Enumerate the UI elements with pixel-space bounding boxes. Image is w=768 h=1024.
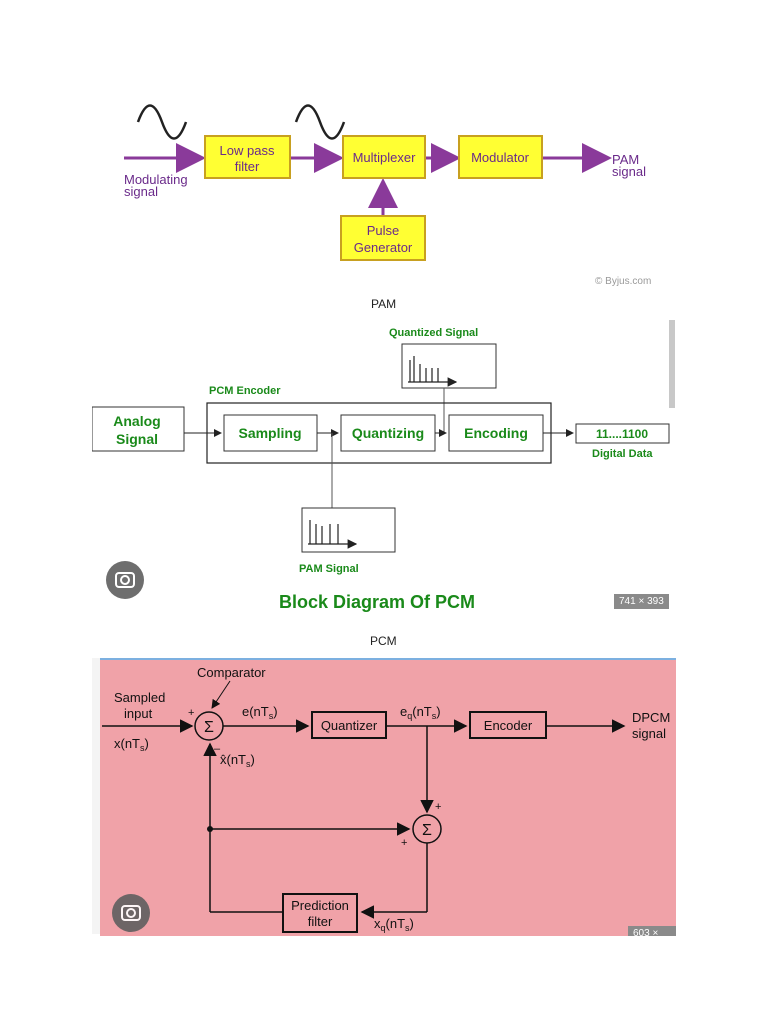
comparator-pointer [211, 680, 231, 709]
prediction-label-2: filter [308, 914, 333, 929]
encoding-label: Encoding [464, 425, 528, 441]
comparator-label: Comparator [197, 665, 266, 680]
encoder-box [469, 711, 547, 739]
plus-sign: + [188, 707, 194, 719]
image-dimensions-badge: 741 × 393 [614, 594, 669, 609]
dpcm-diagram: Comparator Sampled input x(nTs) + Σ – e(… [102, 665, 670, 933]
low-pass-filter-box [204, 135, 291, 179]
lpf-label-2: filter [235, 159, 260, 174]
caption-pcm: PCM [370, 634, 397, 648]
scrollbar[interactable] [669, 320, 675, 408]
pcm-title: Block Diagram Of PCM [279, 592, 475, 612]
pam-diagram: Low pass filter Multiplexer Modulator Pu… [124, 104, 651, 287]
xhat-symbol: x̂(nTs) [220, 752, 255, 769]
pulse-label-2: Generator [354, 240, 413, 255]
plus-sign-3: + [401, 837, 407, 849]
pam-signal-icon [308, 520, 358, 549]
quantized-signal-label: Quantized Signal [389, 327, 478, 339]
quantizer-label: Quantizer [321, 718, 378, 733]
plus-sign-2: + [435, 801, 441, 813]
mod-label: Modulator [471, 150, 529, 165]
pcm-encoder-label: PCM Encoder [209, 385, 281, 397]
sampling-label: Sampling [238, 425, 301, 441]
dpcm-left-edge [92, 658, 100, 934]
lens-icon [115, 572, 135, 588]
sine-wave-icon [136, 104, 188, 140]
encoding-box [448, 414, 544, 452]
xq-symbol: xq(nTs) [374, 916, 414, 933]
pulse-generator-box [340, 215, 426, 261]
dpcm-output-1: DPCM [632, 710, 670, 725]
dpcm-diagram-panel: Comparator Sampled input x(nTs) + Σ – e(… [100, 658, 676, 936]
prediction-label-1: Prediction [291, 898, 349, 913]
caption-pam: PAM [371, 297, 397, 311]
sum-symbol-1: Σ [204, 719, 214, 736]
watermark: © Byjus.com [595, 276, 651, 287]
lens-search-button[interactable] [106, 561, 144, 599]
lens-icon [121, 905, 141, 921]
sampled-input-2: input [124, 706, 153, 721]
dpcm-output-2: signal [632, 726, 666, 741]
lpf-label-1: Low pass [220, 143, 275, 158]
input-label-1: Modulating [124, 172, 188, 187]
modulator-box [458, 135, 543, 179]
sine-wave-icon [294, 104, 346, 140]
analog-label-2: Signal [116, 431, 158, 447]
input-symbol: x(nTs) [114, 736, 149, 753]
quantized-signal-box [401, 343, 497, 389]
eq-symbol: eq(nTs) [400, 704, 441, 721]
sampled-input-1: Sampled [114, 690, 165, 705]
output-label-2: signal [612, 164, 646, 179]
minus-sign: – [214, 743, 221, 755]
sum-symbol-2: Σ [422, 822, 432, 839]
prediction-filter-box [282, 893, 358, 933]
lens-search-button[interactable] [112, 894, 150, 932]
pcm-diagram: Quantized Signal PCM Encoder Analog Sign… [92, 320, 675, 612]
digital-data-label: Digital Data [592, 448, 653, 460]
analog-label-1: Analog [113, 413, 160, 429]
output-label-1: PAM [612, 152, 639, 167]
pcm-diagram-panel: Quantized Signal PCM Encoder Analog Sign… [92, 320, 676, 620]
quantized-signal-icon [408, 356, 458, 387]
analog-signal-box [92, 406, 185, 452]
input-label-2: signal [124, 184, 158, 199]
digital-value: 11....1100 [596, 427, 648, 441]
pulse-label-1: Pulse [367, 223, 400, 238]
sampling-box [223, 414, 318, 452]
e-symbol: e(nTs) [242, 704, 278, 721]
pam-diagram-panel: Low pass filter Multiplexer Modulator Pu… [110, 80, 670, 290]
mux-label: Multiplexer [353, 150, 417, 165]
quantizer-box [311, 711, 387, 739]
pam-signal-label: PAM Signal [299, 563, 359, 575]
encoder-label: Encoder [484, 718, 533, 733]
multiplexer-box [342, 135, 426, 179]
digital-data-box [575, 423, 670, 444]
image-dimensions-badge: 603 × 31 [628, 926, 676, 936]
quantizing-label: Quantizing [352, 425, 424, 441]
